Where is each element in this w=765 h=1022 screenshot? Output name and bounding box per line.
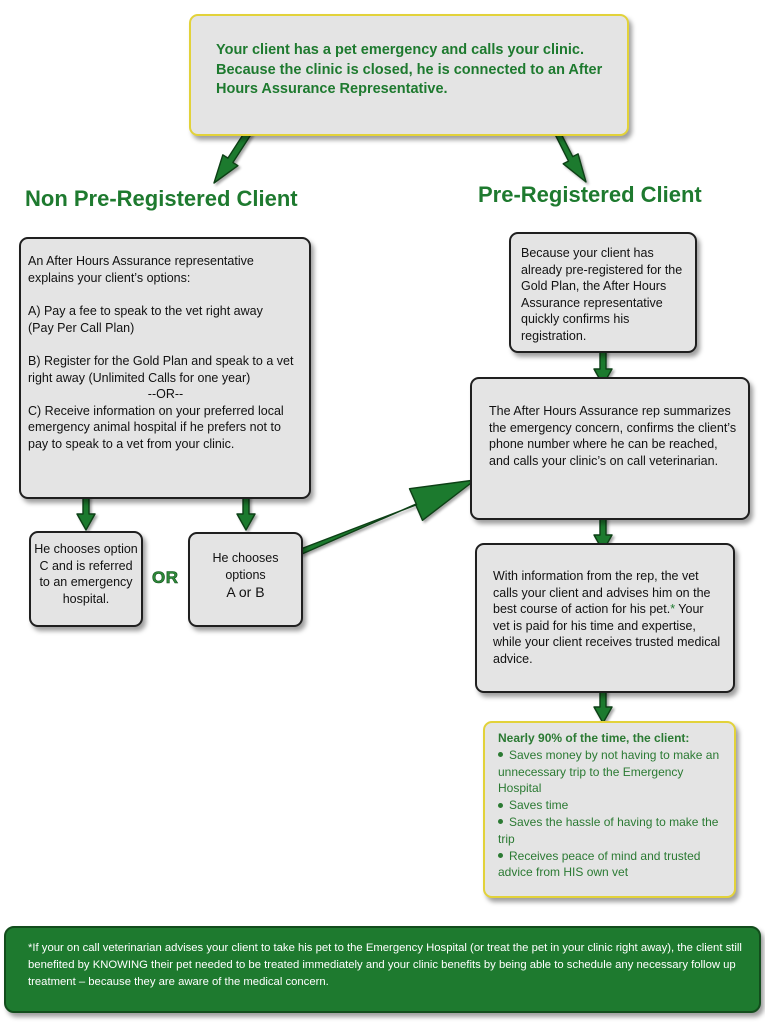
rep-box: The After Hours Assurance rep summarizes… — [470, 377, 750, 520]
intro-text: Your client has a pet emergency and call… — [216, 42, 603, 97]
benefit-item: Receives peace of mind and trusted advic… — [498, 848, 730, 882]
choice-ab-box: He chooses options A or B — [188, 532, 303, 627]
bullet-icon — [498, 802, 503, 808]
option-c: C) Receive information on your preferred… — [28, 403, 284, 451]
benefits-title: Nearly 90% of the time, the client: — [498, 731, 690, 745]
arrow-intro-to-non-registered — [213, 128, 253, 184]
non-registered-heading: Non Pre-Registered Client — [25, 186, 298, 211]
footnote-asterisk: * — [670, 602, 676, 616]
benefit-item: Saves the hassle of having to make the t… — [498, 814, 730, 848]
choice-ab-line2: A or B — [226, 584, 265, 600]
footnote-text: *If your on call veterinarian advises yo… — [28, 942, 742, 988]
vet-text: With information from the rep, the vet c… — [493, 568, 721, 667]
option-b: B) Register for the Gold Plan and speak … — [28, 354, 294, 385]
choice-c-box: He chooses option C and is referred to a… — [29, 531, 143, 627]
rep-text: The After Hours Assurance rep summarizes… — [489, 404, 737, 468]
benefit-text: Saves the hassle of having to make the t… — [498, 814, 719, 846]
or-divider: --OR-- — [147, 387, 184, 401]
vet-box: With information from the rep, the vet c… — [475, 543, 735, 693]
options-intro: An After Hours Assurance representative … — [28, 254, 254, 285]
bullet-icon — [498, 819, 503, 825]
arrow-choice-ab-to-rep — [298, 479, 476, 556]
bullet-icon — [498, 752, 503, 758]
arrow-vet-to-benefits — [593, 687, 613, 724]
benefit-text: Saves money by not having to make an unn… — [498, 747, 720, 796]
confirm-text: Because your client has already pre-regi… — [521, 246, 683, 343]
benefit-item: Saves money by not having to make an unn… — [498, 747, 730, 797]
benefit-item: Saves time — [498, 797, 730, 814]
benefits-list: Saves money by not having to make an unn… — [498, 747, 730, 881]
choice-c-text: He chooses option C and is referred to a… — [34, 542, 138, 606]
confirm-box: Because your client has already pre-regi… — [509, 232, 697, 353]
option-a: A) Pay a fee to speak to the vet right a… — [28, 304, 263, 335]
intro-box: Your client has a pet emergency and call… — [189, 14, 629, 136]
or-label: OR — [152, 568, 179, 588]
benefit-text: Saves time — [509, 798, 569, 813]
registered-heading: Pre-Registered Client — [478, 182, 702, 207]
choice-ab-line1: He chooses options — [212, 551, 279, 582]
vet-text-main: With information from the rep, the vet c… — [493, 569, 711, 616]
footnote-box: *If your on call veterinarian advises yo… — [4, 926, 761, 1013]
options-box: An After Hours Assurance representative … — [19, 237, 311, 499]
bullet-icon — [498, 852, 503, 858]
benefits-box: Nearly 90% of the time, the client: Save… — [483, 721, 736, 898]
benefit-text: Receives peace of mind and trusted advic… — [498, 848, 701, 880]
vet-text-rest: Your vet is paid for his time and expert… — [493, 602, 721, 666]
